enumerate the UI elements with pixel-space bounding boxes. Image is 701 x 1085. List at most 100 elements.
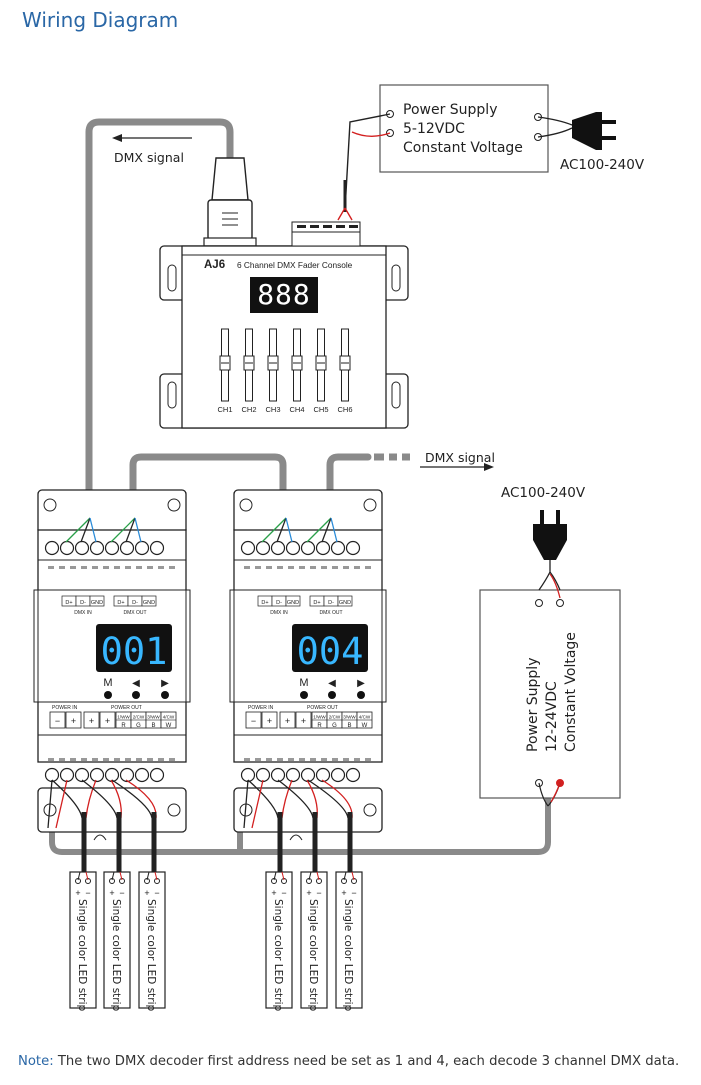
fader-6[interactable]: CH6 — [337, 328, 353, 414]
next-button[interactable] — [357, 691, 365, 699]
output-wires — [243, 779, 353, 872]
strip-minus: − — [154, 888, 159, 898]
dmx-out-label: DMX OUT — [123, 610, 146, 616]
dmx-cable-decoder2-out — [326, 453, 372, 524]
dmx-wires — [65, 517, 142, 543]
channel-top-label: 2/CW — [133, 715, 145, 720]
prev-button-label: ◀ — [328, 678, 336, 689]
fader-label: CH2 — [241, 405, 256, 414]
led-strip-2: +−Single color LED strip — [103, 871, 131, 1012]
fader-1[interactable]: CH1 — [217, 328, 233, 414]
dmx-in-pin: GND — [287, 600, 299, 606]
dmx-out-pin: D- — [132, 600, 138, 606]
led-strip-5: +−Single color LED strip — [300, 871, 328, 1012]
power-out-common-pin: + — [105, 716, 110, 726]
psu-right-line3: Constant Voltage — [563, 632, 579, 752]
psu-top-line2: 5-12VDC — [403, 121, 465, 137]
fader-label: CH5 — [313, 405, 328, 414]
strip-plus: + — [75, 888, 80, 898]
fader-label: CH6 — [337, 405, 352, 414]
dmx-signal-arrow-top — [112, 134, 192, 142]
power-out-common-pin: + — [301, 716, 306, 726]
strip-label: Single color LED strip — [145, 899, 157, 1012]
console-display: 888 — [257, 278, 311, 311]
mode-button[interactable] — [104, 691, 112, 699]
dmx-in-pin: D- — [80, 600, 86, 606]
note: Note: The two DMX decoder first address … — [18, 1054, 679, 1069]
decoder-display: 004 — [297, 630, 364, 673]
strip-label: Single color LED strip — [342, 899, 354, 1012]
psu-top-line3: Constant Voltage — [403, 140, 523, 156]
prev-button[interactable] — [328, 691, 336, 699]
decoder-display-screen — [292, 624, 368, 672]
power-supply-top: Power Supply 5-12VDC Constant Voltage — [379, 84, 549, 173]
dmx-out-label: DMX OUT — [319, 610, 342, 616]
channel-bottom-label: B — [151, 723, 155, 729]
output-wires — [47, 779, 157, 872]
next-button-label: ▶ — [357, 678, 365, 689]
strip-minus: − — [351, 888, 356, 898]
channel-bottom-label: W — [166, 723, 172, 729]
led-strip-1: +−Single color LED strip — [69, 871, 97, 1012]
strip-plus: + — [144, 888, 149, 898]
fader-label: CH1 — [217, 405, 232, 414]
dmx-cable-console-to-decoder1 — [85, 118, 234, 524]
power-in-label: POWER IN — [52, 705, 78, 711]
psu-right-line1: Power Supply — [525, 658, 541, 753]
decoder-display-screen — [96, 624, 172, 672]
dmx-cable-decoder1-to-decoder2 — [129, 453, 287, 524]
prev-button[interactable] — [132, 691, 140, 699]
dmx-wires — [261, 517, 338, 543]
fader-3[interactable]: CH3 — [265, 328, 281, 414]
dmx-out-pin: GND — [143, 600, 155, 606]
channel-top-label: 4/CW — [163, 715, 175, 720]
strip-minus: − — [281, 888, 286, 898]
channel-bottom-label: R — [121, 723, 126, 729]
page-title: Wiring Diagram — [22, 8, 179, 32]
led-strip-3: +−Single color LED strip — [138, 871, 166, 1012]
channel-top-label: 1/WW — [117, 715, 130, 720]
mains-plug-top — [537, 112, 616, 150]
dmx-signal-label-top: DMX signal — [114, 150, 184, 165]
mode-button[interactable] — [300, 691, 308, 699]
fader-4[interactable]: CH4 — [289, 328, 305, 414]
dmx-out-pin: GND — [339, 600, 351, 606]
channel-bottom-label: B — [347, 723, 351, 729]
strip-plus: + — [341, 888, 346, 898]
dmx-in-label: DMX IN — [270, 610, 288, 616]
power-in-pin: + — [267, 716, 272, 726]
strip-plus: + — [306, 888, 311, 898]
fader-5[interactable]: CH5 — [313, 328, 329, 414]
dmx-out-pin: D- — [328, 600, 334, 606]
strip-label: Single color LED strip — [307, 899, 319, 1012]
dmx-in-label: DMX IN — [74, 610, 92, 616]
strip-label: Single color LED strip — [110, 899, 122, 1012]
dmx-in-pin: GND — [91, 600, 103, 606]
mains-label-right: AC100-240V — [501, 485, 586, 501]
psu-right-line2: 12-24VDC — [544, 681, 560, 752]
dmx-connector-plug — [203, 157, 257, 247]
channel-bottom-label: G — [136, 723, 141, 729]
decoder-display: 001 — [101, 630, 168, 673]
channel-bottom-label: R — [317, 723, 322, 729]
power-out-common-pin: + — [285, 716, 290, 726]
fader-2[interactable]: CH2 — [241, 328, 257, 414]
mode-button-label: M — [103, 677, 112, 689]
channel-top-label: 3/WW — [147, 715, 160, 720]
next-button[interactable] — [161, 691, 169, 699]
channel-top-label: 4/CW — [359, 715, 371, 720]
power-in-pin: + — [71, 716, 76, 726]
strip-label: Single color LED strip — [272, 899, 284, 1012]
fader-label: CH4 — [289, 405, 304, 414]
note-prefix: Note: — [18, 1054, 54, 1069]
console-model: AJ6 — [204, 259, 225, 271]
dmx-cables — [85, 118, 372, 524]
strip-plus: + — [271, 888, 276, 898]
psu-top-line1: Power Supply — [403, 102, 498, 118]
strip-plus: + — [109, 888, 114, 898]
mode-button-label: M — [299, 677, 308, 689]
led-strip-4: +−Single color LED strip — [265, 871, 293, 1012]
power-trunk-cable — [49, 790, 551, 855]
